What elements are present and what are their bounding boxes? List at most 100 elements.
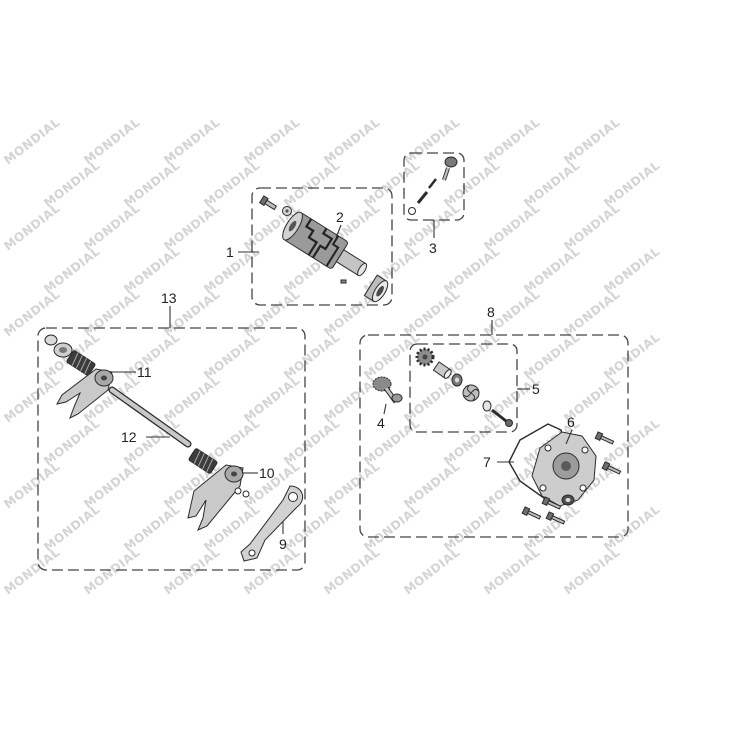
watermark-text: MONDIAL xyxy=(601,158,662,210)
watermark-text: MONDIAL xyxy=(441,416,502,468)
watermark-text: MONDIAL xyxy=(601,502,662,554)
leader-line-2 xyxy=(335,224,342,239)
shift-fork-upper xyxy=(56,368,114,420)
shift-fork-lower xyxy=(187,464,244,531)
pump-bolt-4 xyxy=(545,511,566,525)
watermark-text: MONDIAL xyxy=(1,545,62,597)
watermark-text: MONDIAL xyxy=(481,545,542,597)
callout-13: 13 xyxy=(161,290,177,306)
watermark-text: MONDIAL xyxy=(41,502,102,554)
watermark-text: MONDIAL xyxy=(521,502,582,554)
detent-bolt xyxy=(442,156,458,181)
pump-impeller xyxy=(462,384,480,402)
watermark-text: MONDIAL xyxy=(321,545,382,597)
watermark-text: MONDIAL xyxy=(161,545,222,597)
watermark-text: MONDIAL xyxy=(321,459,382,511)
watermark-text: MONDIAL xyxy=(161,115,222,167)
group-box-impeller xyxy=(409,343,518,433)
watermark-text: MONDIAL xyxy=(81,201,142,253)
pump-housing xyxy=(531,431,597,507)
watermark-text: MONDIAL xyxy=(41,244,102,296)
shift-drum xyxy=(282,211,368,277)
callout-10: 10 xyxy=(259,465,275,481)
watermark-text: MONDIAL xyxy=(81,115,142,167)
pump-bolt-1 xyxy=(594,431,615,445)
watermark-text: MONDIAL xyxy=(161,373,222,425)
watermark-text: MONDIAL xyxy=(1,287,62,339)
watermark-text: MONDIAL xyxy=(561,115,622,167)
watermark-text: MONDIAL xyxy=(601,244,662,296)
watermark-text: MONDIAL xyxy=(1,115,62,167)
watermark-text: MONDIAL xyxy=(561,287,622,339)
group-box-pump xyxy=(359,334,629,538)
pump-impeller-bolt xyxy=(491,408,513,427)
watermark-text: MONDIAL xyxy=(361,416,422,468)
watermark-text: MONDIAL xyxy=(1,459,62,511)
pump-bolt-3 xyxy=(521,506,542,520)
drum-screw xyxy=(258,195,278,211)
watermark-text: MONDIAL xyxy=(121,244,182,296)
watermark-text: MONDIAL xyxy=(201,158,262,210)
detent-ring xyxy=(408,207,416,215)
group-box-shift-forks xyxy=(37,327,306,571)
watermark-text: MONDIAL xyxy=(161,201,222,253)
watermark-text: MONDIAL xyxy=(81,459,142,511)
watermark-text: MONDIAL xyxy=(601,330,662,382)
watermark-text: MONDIAL xyxy=(281,330,342,382)
watermark-text: MONDIAL xyxy=(561,545,622,597)
watermark-text: MONDIAL xyxy=(81,287,142,339)
callout-1: 1 xyxy=(226,244,234,260)
shift-lever xyxy=(240,485,304,562)
callout-12: 12 xyxy=(121,429,137,445)
drum-pin xyxy=(340,279,347,284)
watermark-text: MONDIAL xyxy=(481,201,542,253)
watermark-text: MONDIAL xyxy=(41,416,102,468)
watermark-text: MONDIAL xyxy=(521,244,582,296)
pump-outlet-seal xyxy=(561,494,575,506)
watermark-text: MONDIAL xyxy=(201,330,262,382)
watermark-text: MONDIAL xyxy=(441,244,502,296)
callout-4: 4 xyxy=(377,415,385,431)
watermark-text: MONDIAL xyxy=(41,158,102,210)
watermark-text: MONDIAL xyxy=(1,373,62,425)
watermark-text: MONDIAL xyxy=(521,330,582,382)
watermark-text: MONDIAL xyxy=(361,158,422,210)
watermark-text: MONDIAL xyxy=(361,502,422,554)
group-box-shift-drum xyxy=(251,187,393,306)
shaft-cap-large xyxy=(53,342,73,358)
watermark-text: MONDIAL xyxy=(121,330,182,382)
watermark-text: MONDIAL xyxy=(121,502,182,554)
watermark-text: MONDIAL xyxy=(361,330,422,382)
watermark-text: MONDIAL xyxy=(81,545,142,597)
watermark-text: MONDIAL xyxy=(561,201,622,253)
callout-2: 2 xyxy=(336,209,344,225)
shaft-cap-small xyxy=(44,334,58,346)
callout-8: 8 xyxy=(487,304,495,320)
watermark-text: MONDIAL xyxy=(241,115,302,167)
fork-shaft xyxy=(108,386,192,448)
pump-washer xyxy=(482,400,492,412)
watermark-text: MONDIAL xyxy=(281,158,342,210)
drum-washer xyxy=(282,206,292,216)
watermark-text: MONDIAL xyxy=(401,459,462,511)
watermark-text: MONDIAL xyxy=(321,115,382,167)
watermark-text: MONDIAL xyxy=(401,287,462,339)
group-box-detent xyxy=(403,152,465,221)
fork-spring-lower xyxy=(188,448,218,474)
watermark-text: MONDIAL xyxy=(521,158,582,210)
fork-spring-upper xyxy=(66,350,96,376)
callout-7: 7 xyxy=(483,454,491,470)
pump-bolt-2 xyxy=(601,461,622,475)
watermark-text: MONDIAL xyxy=(401,545,462,597)
drum-bearing xyxy=(363,274,389,303)
pump-gear xyxy=(415,347,435,367)
watermark-text: MONDIAL xyxy=(1,201,62,253)
fork-clip-rings xyxy=(234,487,250,498)
callout-9: 9 xyxy=(279,536,287,552)
watermark-text: MONDIAL xyxy=(121,158,182,210)
watermark-text: MONDIAL xyxy=(281,416,342,468)
watermark-text: MONDIAL xyxy=(481,115,542,167)
detent-pin xyxy=(416,178,437,204)
pump-bolt-5 xyxy=(541,496,562,510)
